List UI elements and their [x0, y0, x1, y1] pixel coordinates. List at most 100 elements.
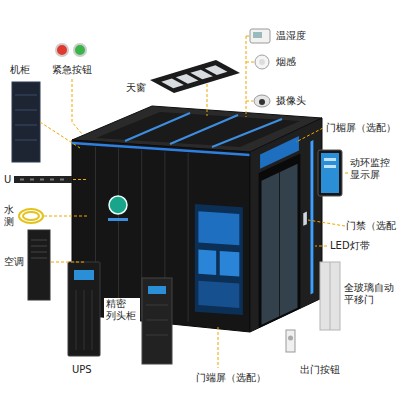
- logo-mark: [109, 196, 127, 214]
- end-screen-panel: [198, 281, 239, 308]
- leak-sensor-cable: [19, 209, 43, 223]
- leak-sensor-cable: [23, 212, 39, 220]
- callout-label: 紧急按钮: [52, 64, 92, 76]
- led-strip: [310, 140, 313, 294]
- leader-line: [72, 79, 82, 134]
- label-slot: 天窗: [126, 82, 146, 94]
- cube-top-inner: [96, 112, 300, 147]
- skylight-window: [161, 78, 184, 88]
- top-light-strip: [125, 113, 190, 141]
- column-head-cabinet: [142, 278, 172, 364]
- leader-line: [296, 128, 323, 142]
- skylight-window: [205, 65, 228, 75]
- skylight-frame: [150, 60, 240, 93]
- leader-line: [218, 327, 219, 368]
- callout-label: LED灯带: [330, 240, 370, 252]
- callout-label: 全玻璃自动 平移门: [344, 282, 396, 306]
- label-slot: 门楣屏（选配）: [326, 122, 396, 134]
- callout-label: 精密 列头柜: [104, 298, 140, 322]
- label-slot: 烟感: [276, 56, 296, 68]
- callout-label: UPS: [72, 364, 92, 376]
- camera-dome: [254, 95, 270, 107]
- label-slot: 动环监控 显示屏: [350, 157, 394, 181]
- cabinet-lines: [146, 305, 168, 335]
- led-strip: [72, 142, 250, 157]
- rack-cabinet: [12, 82, 40, 162]
- exit-button-knob: [288, 336, 293, 341]
- cabinet-seam: [29, 148, 208, 317]
- label-slot: 精密 列头柜: [104, 298, 140, 322]
- smoke-detector-center: [259, 59, 265, 65]
- callout-label: 动环监控 显示屏: [350, 157, 394, 181]
- door-divider: [239, 172, 319, 316]
- leader-line: [73, 179, 88, 180]
- leader-line: [315, 246, 327, 247]
- monitor-line: [324, 158, 336, 161]
- lintel-screen: [260, 136, 299, 169]
- leader-line: [308, 220, 345, 226]
- callout-label: 出门按钮: [300, 364, 340, 376]
- end-screen-panel: [198, 211, 239, 245]
- callout-label: 温湿度: [276, 30, 306, 42]
- label-slot: 温湿度: [276, 30, 306, 42]
- end-screen-panel: [220, 251, 240, 277]
- end-screen: [195, 204, 243, 315]
- emergency-button: [74, 44, 86, 56]
- callout-label: 门楣屏（选配）: [326, 122, 396, 134]
- label-slot: LED灯带: [330, 240, 370, 252]
- callout-label: U: [4, 174, 11, 186]
- ac-vents: [31, 240, 47, 258]
- camera-lens: [259, 99, 265, 105]
- label-slot: 全玻璃自动 平移门: [344, 282, 396, 306]
- leader-line: [44, 216, 88, 217]
- door-frame: [259, 153, 301, 328]
- logo-bar: [108, 218, 128, 221]
- monitor-display: [318, 150, 342, 196]
- card-reader: [303, 212, 307, 226]
- callout-label: 摄像头: [276, 95, 306, 107]
- callout-label: 门禁（选配: [346, 220, 396, 232]
- skylight-window: [176, 74, 199, 84]
- callout-label: 烟感: [276, 56, 296, 68]
- pdu-bar: [14, 176, 72, 183]
- label-slot: 空调: [4, 256, 24, 268]
- label-slot: UPS: [72, 364, 92, 376]
- monitor-line: [324, 165, 336, 168]
- ups-grooves: [76, 290, 92, 350]
- leader-line: [207, 84, 208, 116]
- cube-side: [250, 118, 322, 332]
- label-slot: 出门按钮: [300, 364, 340, 376]
- rack-lines: [15, 95, 37, 140]
- skylight-panel: [150, 60, 240, 93]
- callout-label: 门端屏（选配）: [196, 372, 266, 384]
- sliding-door-split: [330, 262, 331, 330]
- ups-panel: [74, 270, 94, 280]
- humidity-sensor: [250, 29, 270, 43]
- label-slot: 摄像头: [276, 95, 306, 107]
- end-screen-panel: [198, 249, 216, 275]
- side-face-details: [259, 129, 314, 328]
- cabinet-screen: [148, 286, 166, 294]
- callout-label: 水 测: [4, 204, 16, 228]
- glass-door: [262, 164, 298, 325]
- smoke-detector: [255, 55, 269, 69]
- callout-label: 空调: [4, 256, 24, 268]
- pdu-outlets: [20, 179, 64, 181]
- leader-line: [246, 36, 254, 117]
- leader-line: [344, 173, 348, 174]
- label-slot: 门端屏（选配）: [196, 372, 266, 384]
- sensor-display: [253, 32, 262, 38]
- callout-label: 天窗: [126, 82, 146, 94]
- leader-line: [51, 262, 86, 263]
- exit-button: [286, 330, 295, 352]
- label-slot: 水 测: [4, 204, 16, 228]
- emergency-button: [56, 44, 68, 56]
- leader-line: [40, 122, 80, 148]
- ups-cabinet: [68, 262, 100, 356]
- air-conditioner: [28, 230, 50, 300]
- callout-label: 机柜: [10, 64, 30, 76]
- label-slot: 机柜: [10, 64, 30, 76]
